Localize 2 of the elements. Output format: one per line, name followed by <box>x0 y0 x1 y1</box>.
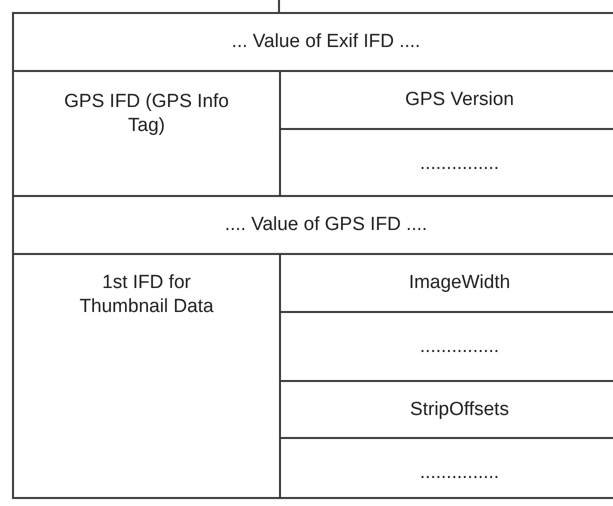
table-cell: 1st IFD for Thumbnail Data <box>12 253 281 499</box>
table-cell: ... Value of Exif IFD .... <box>12 12 613 72</box>
